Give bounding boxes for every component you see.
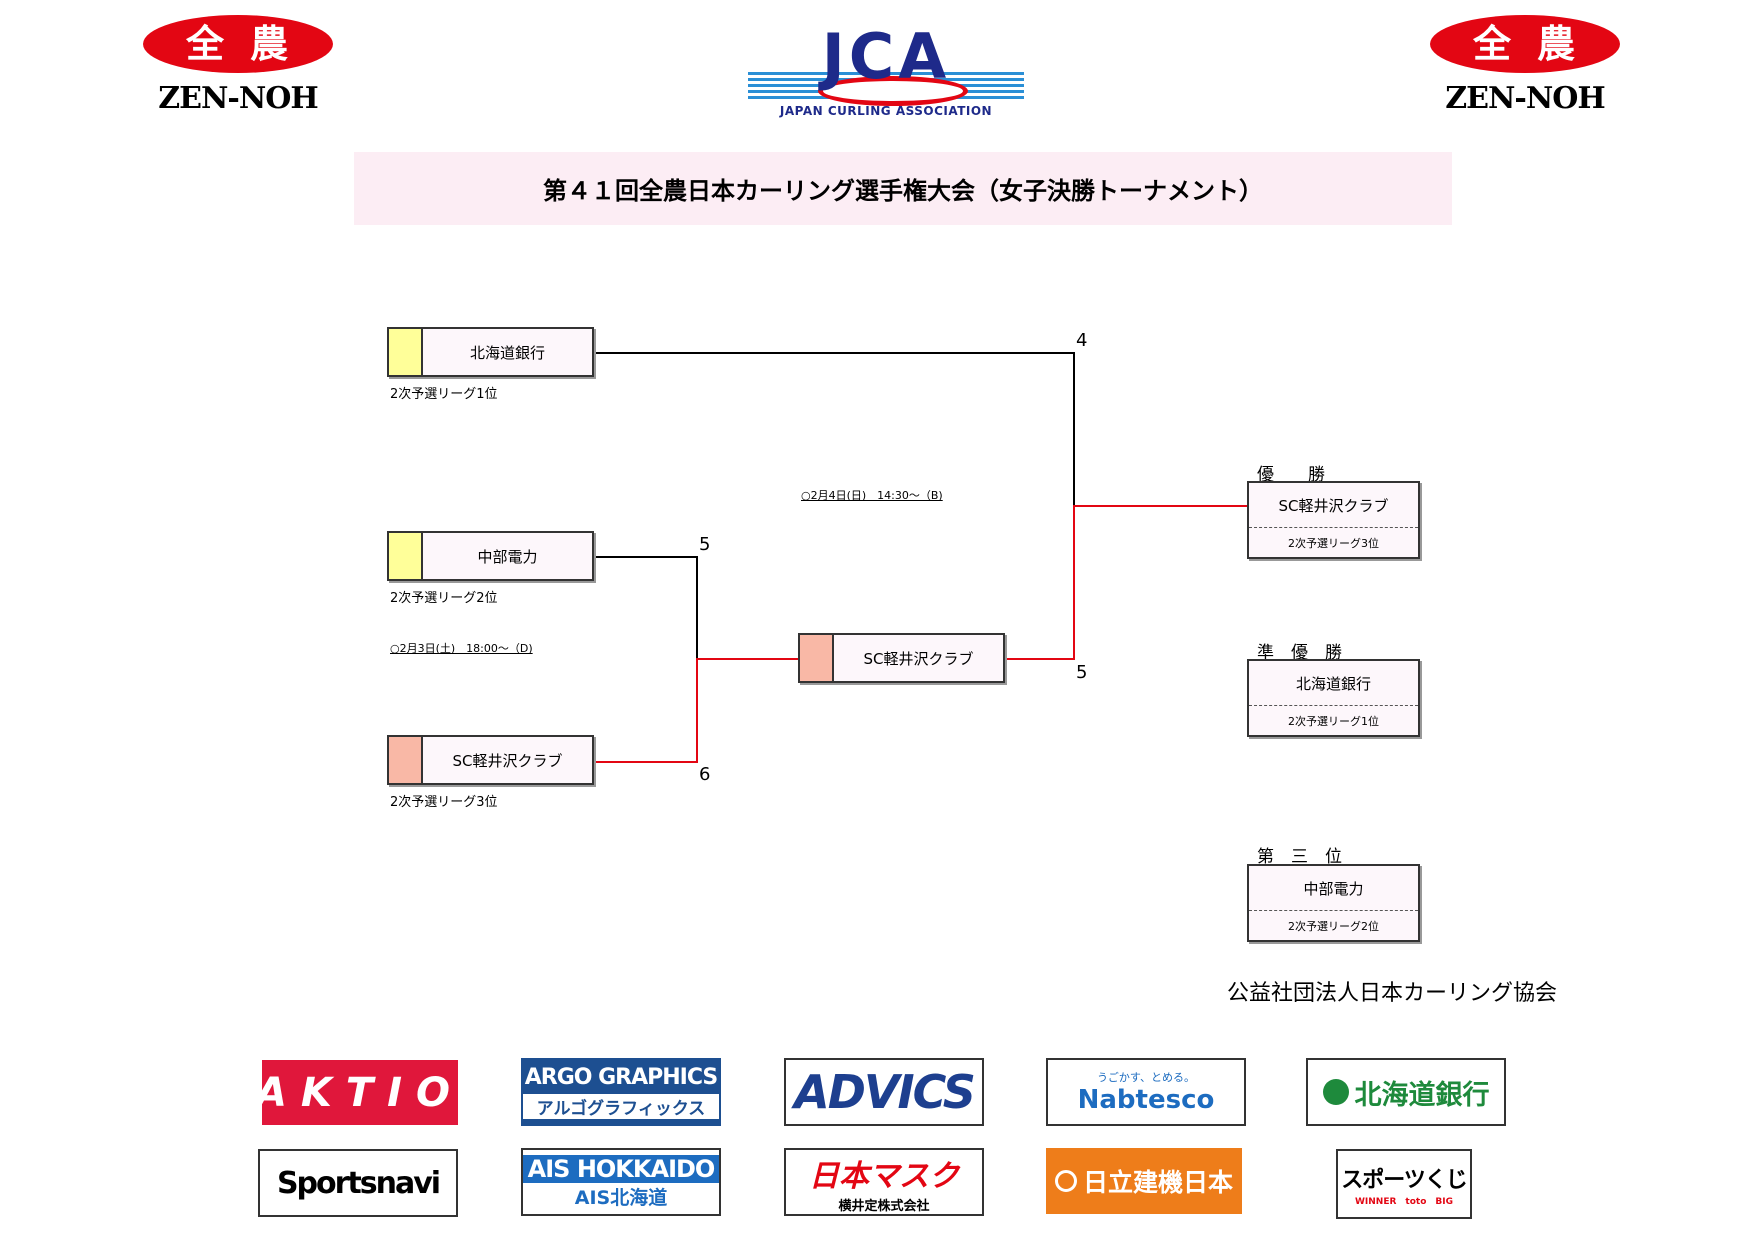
sponsor-nabtesco-logo: うごかす、とめる。 Nabtesco	[1046, 1058, 1246, 1126]
ais-en: AIS HOKKAIDO	[523, 1154, 719, 1183]
jca-logo: JCA JAPAN CURLING ASSOCIATION	[748, 10, 1024, 120]
runner-up-team: 北海道銀行	[1249, 661, 1418, 706]
runner-up-box: 北海道銀行 2次予選リーグ1位	[1247, 659, 1420, 737]
team-seed: 2次予選リーグ1位	[390, 387, 498, 402]
score-qf-top: 5	[699, 534, 711, 555]
jca-house-ring	[818, 76, 968, 106]
third-place-team: 中部電力	[1249, 866, 1418, 911]
nihon-mask-sub: 横井定株式会社	[838, 1198, 930, 1214]
sponsor-hitachi-logo: 日立建機日本	[1046, 1148, 1242, 1214]
line-qf-winner	[593, 658, 799, 763]
team-name: 中部電力	[477, 547, 538, 566]
team-box-sc-karuizawa: SC軽井沢クラブ	[387, 735, 594, 785]
sponsor-sports-kuji-logo: スポーツくじ WINNER toto BIG	[1336, 1149, 1472, 1219]
hitachi-text: 日立建機日本	[1082, 1168, 1233, 1197]
zen-noh-logo-right: 全農 ZEN-NOH	[1430, 15, 1620, 125]
seed-swatch	[389, 737, 423, 783]
hokkaido-bank-icon	[1322, 1079, 1349, 1105]
page-title: 第４１回全農日本カーリング選手権大会（女子決勝トーナメント）	[354, 152, 1452, 225]
runner-up-seed: 2次予選リーグ1位	[1288, 715, 1379, 728]
line-final-winner	[1004, 505, 1247, 660]
sponsor-advics-logo: ADVICS	[784, 1058, 984, 1126]
team-seed: 2次予選リーグ3位	[390, 795, 498, 810]
nabtesco-text: Nabtesco	[1077, 1085, 1215, 1115]
line-semi-top	[593, 352, 1075, 506]
sponsor-aktio-logo: AKTIO	[256, 1060, 458, 1125]
ais-jp: AIS北海道	[574, 1186, 668, 1209]
score-qf-bottom: 6	[699, 764, 711, 785]
jca-letters: JCA	[821, 20, 951, 93]
team-name: SC軽井沢クラブ	[863, 649, 974, 668]
score-final-top: 4	[1076, 330, 1088, 351]
champion-label: 優 勝	[1257, 465, 1325, 485]
zen-noh-wordmark: ZEN-NOH	[1445, 81, 1606, 116]
jca-caption: JAPAN CURLING ASSOCIATION	[779, 104, 993, 118]
team-box-chubu-electric: 中部電力	[387, 531, 594, 581]
zen-noh-wordmark: ZEN-NOH	[158, 81, 319, 116]
nihon-mask-text: 日本マスク	[809, 1158, 959, 1194]
champion-seed: 2次予選リーグ3位	[1288, 537, 1379, 550]
team-box-hokkaido-bank: 北海道銀行	[387, 327, 594, 377]
argo-en: ARGO GRAPHICS	[524, 1065, 719, 1090]
sponsor-sportsnavi-logo: Sportsnavi	[258, 1149, 458, 1217]
team-box-qf-winner: SC軽井沢クラブ	[798, 633, 1005, 683]
zen-noh-kanji: 全農	[1430, 15, 1620, 73]
team-name: 北海道銀行	[469, 343, 545, 362]
sponsor-nihon-mask-logo: 日本マスク 横井定株式会社	[784, 1148, 984, 1216]
aktio-text: AKTIO	[255, 1069, 465, 1116]
seed-swatch	[800, 635, 834, 681]
hitachi-icon	[1054, 1170, 1077, 1192]
advics-text: ADVICS	[794, 1065, 976, 1119]
team-name: SC軽井沢クラブ	[452, 751, 563, 770]
seed-swatch	[389, 329, 423, 375]
seed-swatch	[389, 533, 423, 579]
runner-up-label: 準 優 勝	[1257, 643, 1342, 663]
argo-jp: アルゴグラフィックス	[523, 1094, 719, 1119]
sports-kuji-sub: WINNER toto BIG	[1355, 1196, 1453, 1207]
line-qf-top	[593, 556, 698, 659]
page-title-text: 第４１回全農日本カーリング選手権大会（女子決勝トーナメント）	[543, 177, 1263, 205]
third-place-label: 第 三 位	[1257, 847, 1342, 867]
schedule-final: ○2月4日(日) 14:30～（B)	[801, 489, 943, 502]
organization-name: 公益社団法人日本カーリング協会	[1227, 981, 1558, 1006]
sports-kuji-text: スポーツくじ	[1341, 1167, 1468, 1193]
sponsor-hokkaido-bank-logo: 北海道銀行	[1306, 1058, 1506, 1126]
champion-team: SC軽井沢クラブ	[1249, 483, 1418, 528]
third-place-seed: 2次予選リーグ2位	[1288, 920, 1379, 933]
hokkaido-bank-text: 北海道銀行	[1354, 1079, 1490, 1111]
team-seed: 2次予選リーグ2位	[390, 591, 498, 606]
sportsnavi-text: Sportsnavi	[276, 1165, 441, 1201]
sponsor-ais-hokkaido-logo: AIS HOKKAIDO AIS北海道	[521, 1148, 721, 1216]
nabtesco-tagline: うごかす、とめる。	[1096, 1071, 1196, 1084]
zen-noh-kanji: 全農	[143, 15, 333, 73]
score-final-bottom: 5	[1076, 662, 1088, 683]
sponsor-argo-graphics-logo: ARGO GRAPHICS アルゴグラフィックス	[521, 1058, 721, 1126]
zen-noh-logo-left: 全農 ZEN-NOH	[143, 15, 333, 125]
schedule-qf: ○2月3日(土) 18:00～（D)	[390, 642, 533, 655]
third-place-box: 中部電力 2次予選リーグ2位	[1247, 864, 1420, 942]
champion-box: SC軽井沢クラブ 2次予選リーグ3位	[1247, 481, 1420, 559]
